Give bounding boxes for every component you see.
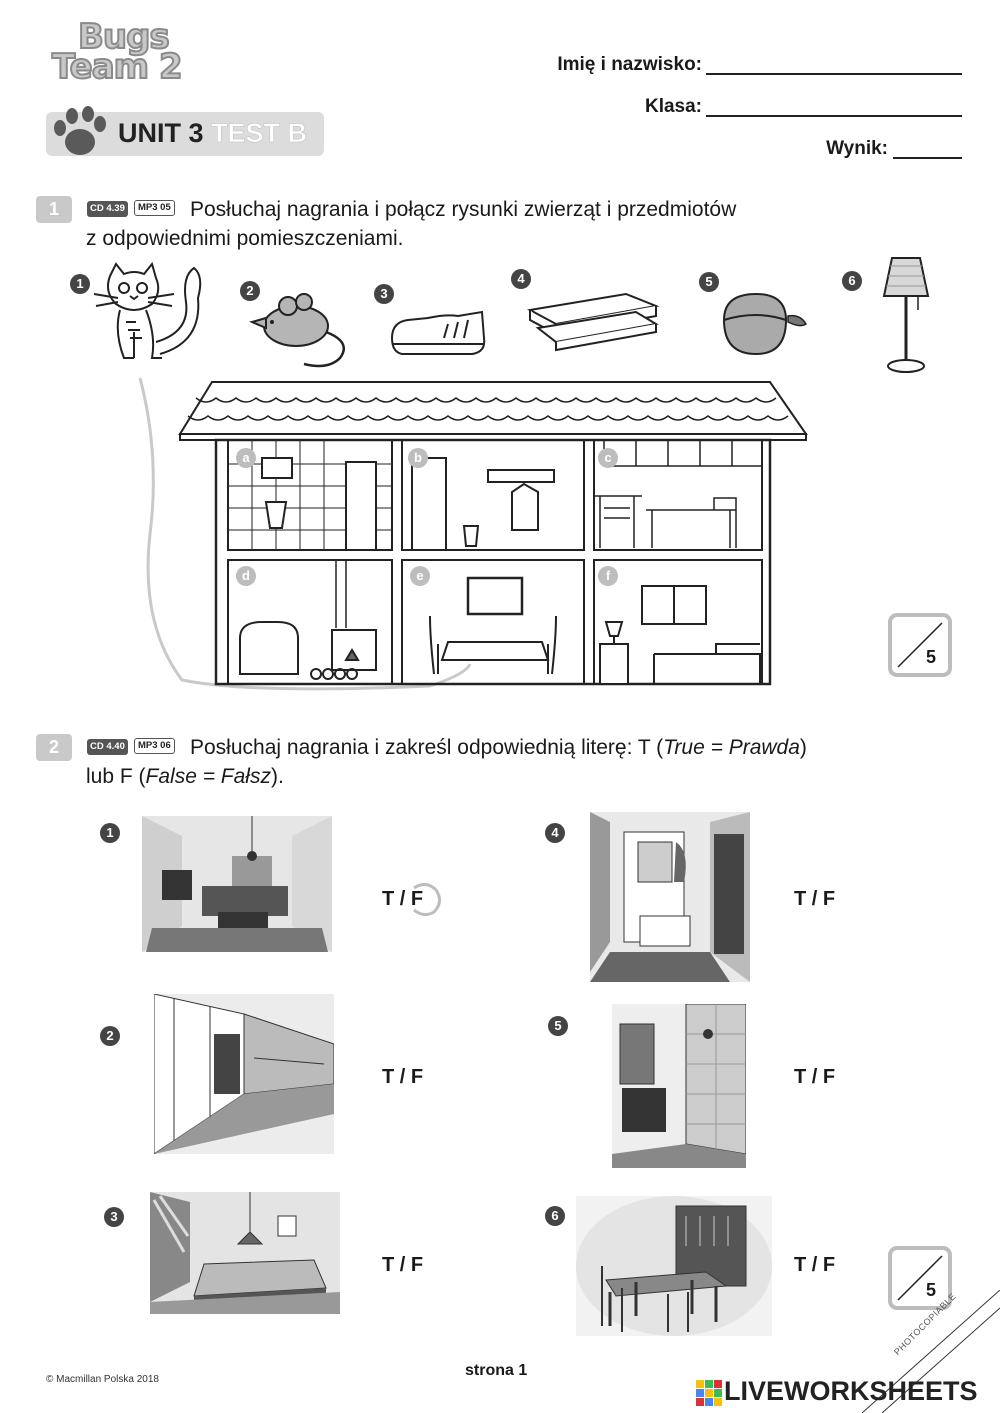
class-label: Klasa: <box>644 96 702 117</box>
class-field[interactable] <box>706 115 962 117</box>
exercise-1-score-box[interactable]: 5 <box>888 613 952 677</box>
instruction-text: ) <box>799 736 807 759</box>
unit-label: UNIT 3 <box>118 118 204 148</box>
name-label: Imię i nazwisko: <box>557 54 702 75</box>
item-4-number: 4 <box>511 269 531 289</box>
exercise-1-instruction-line2: z odpowiednimi pomieszczeniami. <box>86 227 404 250</box>
unit-title: UNIT 3 TEST B <box>118 118 307 149</box>
exercise-2-score-box[interactable]: 5 <box>888 1246 952 1310</box>
room-c-label: c <box>598 448 618 468</box>
item-6-number: 6 <box>842 271 862 291</box>
ex2-item-1-number: 1 <box>100 823 120 843</box>
answer-separator: / <box>394 888 411 910</box>
instruction-italic: True = Prawda <box>663 736 800 759</box>
liveworksheets-logo-icon <box>696 1380 722 1406</box>
instruction-text: ). <box>270 765 284 788</box>
room-d-label: d <box>236 566 256 586</box>
item-5-number: 5 <box>699 272 719 292</box>
exercise-1-instruction-line1: Posłuchaj nagrania i połącz rysunki zwie… <box>190 198 737 221</box>
score-label: Wynik: <box>826 138 888 159</box>
false-option[interactable]: F <box>410 888 424 910</box>
ex2-item-2-number: 2 <box>100 1026 120 1046</box>
paw-icon <box>54 106 106 155</box>
score-slash-icon <box>897 1255 943 1301</box>
living-room-photo <box>142 816 332 952</box>
hallway-photo <box>590 812 750 982</box>
instruction-italic: False = Fałsz <box>145 765 271 788</box>
item-2-number: 2 <box>240 281 260 301</box>
lamp-icon[interactable] <box>876 252 936 378</box>
ex2-item-3-number: 3 <box>104 1207 124 1227</box>
corner-ribbon <box>862 1290 1000 1413</box>
logo-line1: Bugs <box>77 17 171 57</box>
page-number: strona 1 <box>465 1362 528 1379</box>
cd-badge: CD 4.39 <box>87 201 128 217</box>
exercise-2-instruction-line2: lub F (False = Fałsz). <box>86 762 284 791</box>
liveworksheets-brand[interactable]: LIVEWORKSHEETS <box>724 1376 978 1406</box>
exercise-2-score-total: 5 <box>926 1280 937 1300</box>
room-e-label: e <box>410 566 430 586</box>
item-1-number: 1 <box>70 274 90 294</box>
cat-icon[interactable] <box>90 262 210 374</box>
shoe-icon[interactable] <box>388 308 488 360</box>
cd-badge: CD 4.40 <box>87 739 128 755</box>
exercise-2-instruction-line1: Posłuchaj nagrania i zakreśl odpowiednią… <box>190 733 807 762</box>
instruction-text: Posłuchaj nagrania i zakreśl odpowiednią… <box>190 736 664 759</box>
score-slash-icon <box>897 622 943 668</box>
bedroom-photo <box>150 1192 340 1314</box>
room-b-label: b <box>408 448 428 468</box>
ex2-item-1-answer[interactable]: T / F <box>382 888 423 911</box>
ex2-item-4-number: 4 <box>545 823 565 843</box>
room-f-label: f <box>598 566 618 586</box>
ex2-item-5-number: 5 <box>548 1016 568 1036</box>
logo-line2: Team 2 <box>51 47 184 87</box>
house-illustration <box>178 381 808 686</box>
room-a-label: a <box>236 448 256 468</box>
true-option[interactable]: T <box>382 888 395 910</box>
exercise-1-number: 1 <box>36 196 72 223</box>
mp3-badge: MP3 06 <box>134 738 175 754</box>
exercise-1-score-total: 5 <box>926 647 937 667</box>
mp3-badge: MP3 05 <box>134 200 175 216</box>
exercise-2-number: 2 <box>36 734 72 761</box>
ex2-item-4-answer[interactable]: T / F <box>794 888 836 910</box>
name-field[interactable] <box>706 73 962 75</box>
example-connection-line <box>138 377 472 691</box>
score-field[interactable] <box>893 157 962 159</box>
shelf-icon[interactable] <box>526 290 660 354</box>
ex2-item-6-answer[interactable]: T / F <box>794 1254 836 1276</box>
ex2-item-3-answer[interactable]: T / F <box>382 1254 424 1276</box>
ex2-item-5-answer[interactable]: T / F <box>794 1066 836 1088</box>
acorn-icon[interactable] <box>716 290 812 358</box>
bathroom-photo <box>612 1004 746 1168</box>
dining-room-photo <box>576 1196 772 1336</box>
example-answer-circle <box>413 883 441 916</box>
copyright-text: © Macmillan Polska 2018 <box>46 1374 159 1385</box>
bugs-team-logo: Bugs Team 2 <box>48 17 198 94</box>
kitchen-photo <box>154 994 334 1154</box>
ex2-item-6-number: 6 <box>545 1206 565 1226</box>
ex2-item-2-answer[interactable]: T / F <box>382 1066 424 1088</box>
instruction-text: lub F ( <box>86 765 146 788</box>
item-3-number: 3 <box>374 284 394 304</box>
mouse-icon[interactable] <box>248 292 352 370</box>
test-label: TEST B <box>211 118 308 149</box>
